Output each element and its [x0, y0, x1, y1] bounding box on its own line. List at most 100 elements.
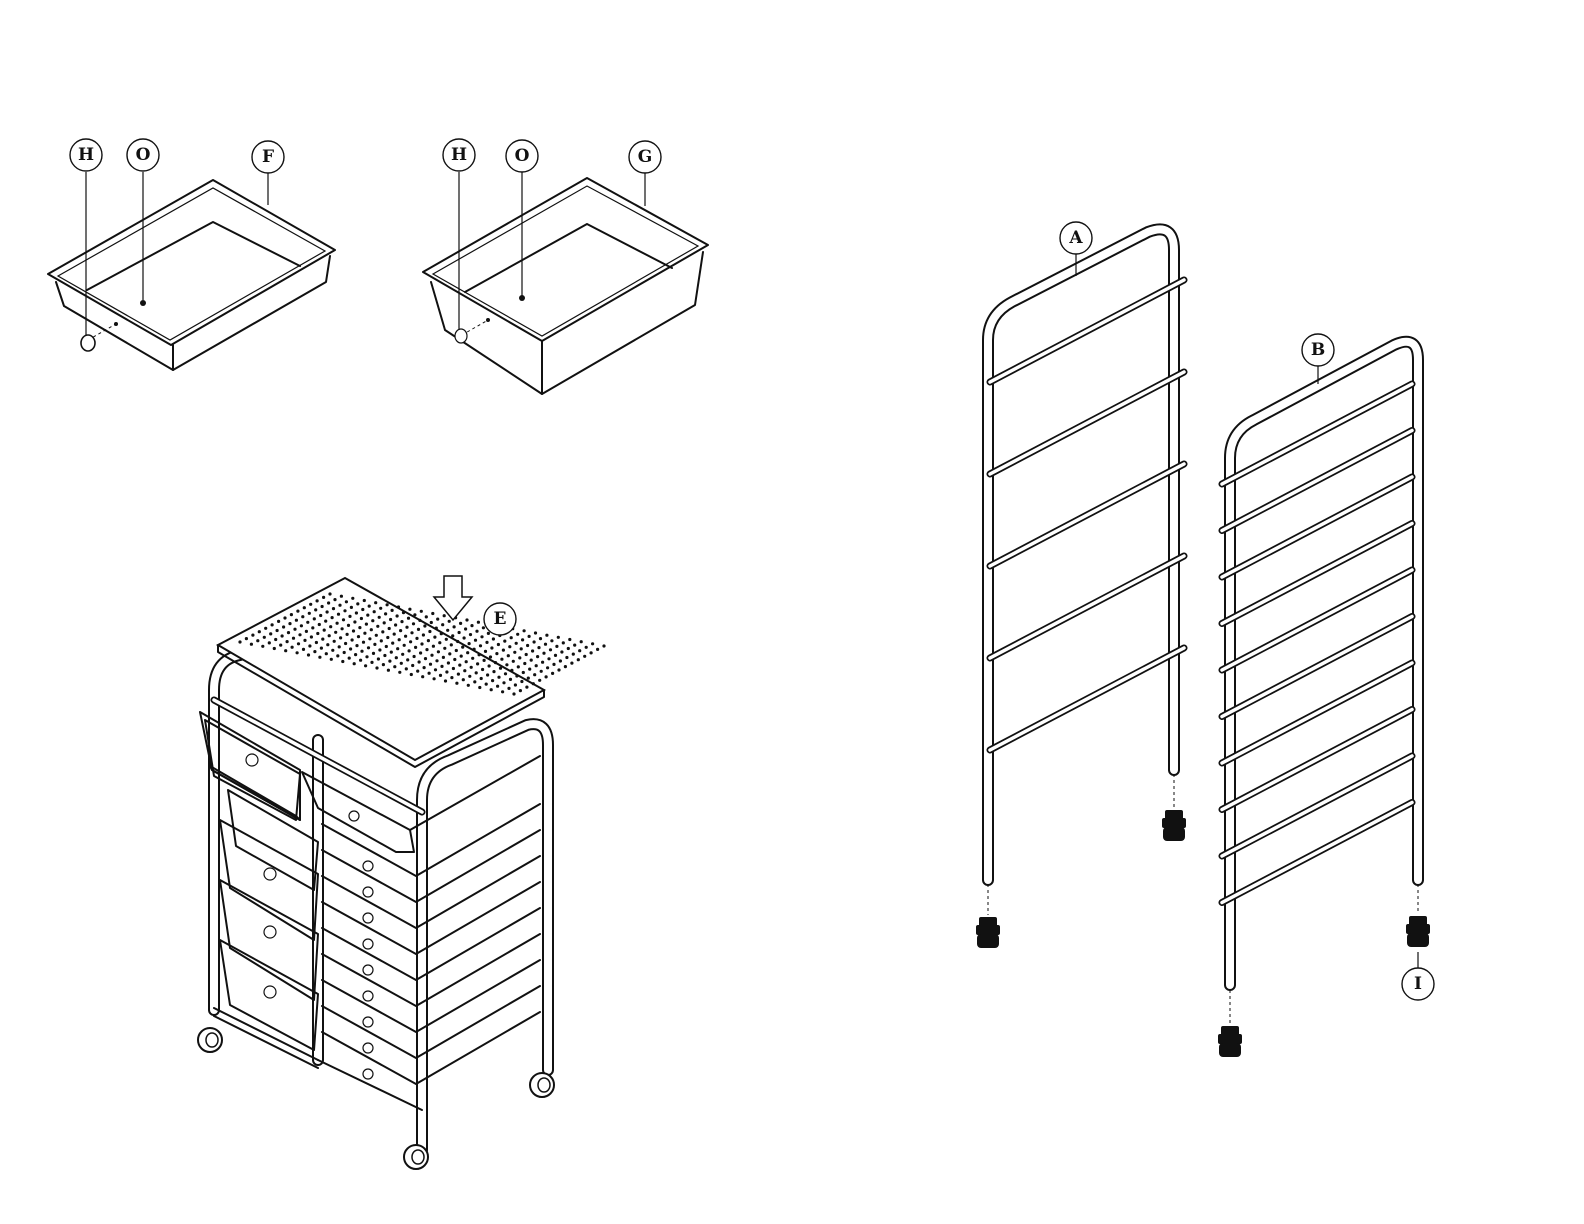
perforation-dot: [554, 654, 557, 657]
perforation-dot: [527, 677, 530, 680]
perforation-dot: [478, 686, 481, 689]
perforation-dot: [450, 643, 453, 646]
perforation-dot: [412, 622, 415, 625]
perforation-dot: [425, 648, 428, 651]
perforation-dot: [453, 658, 456, 661]
perforation-dot: [448, 652, 451, 655]
perforation-dot: [273, 647, 276, 650]
perforation-dot: [485, 641, 488, 644]
perforation-dot: [435, 627, 438, 630]
perforation-dot: [481, 668, 484, 671]
perforation-dot: [516, 633, 519, 636]
perforation-dot: [355, 644, 358, 647]
perforation-dot: [347, 624, 350, 627]
perforation-dot: [378, 616, 381, 619]
perforation-dot: [458, 664, 461, 667]
perforation-dot: [408, 649, 411, 652]
callout-b: B: [1302, 334, 1334, 366]
perforation-dot: [512, 692, 515, 695]
perforation-dot: [530, 659, 533, 662]
perforation-dot: [296, 610, 299, 613]
perforation-dot: [281, 634, 284, 637]
perforation-dot: [406, 658, 409, 661]
caster-right: [530, 1073, 554, 1097]
perforation-dot: [368, 605, 371, 608]
perforation-dot: [490, 646, 493, 649]
perforation-dot: [274, 638, 277, 641]
perforation-dot: [384, 612, 387, 615]
perforation-dot: [520, 680, 523, 683]
perforation-dot: [362, 641, 365, 644]
perforation-dot: [468, 675, 471, 678]
perforation-dot: [402, 611, 405, 614]
perforation-dot: [525, 686, 528, 689]
perforation-dot: [328, 634, 331, 637]
perforation-dot: [560, 650, 563, 653]
callout-h-right: H: [443, 139, 475, 171]
perforation-dot: [321, 605, 324, 608]
perforation-dot: [321, 638, 324, 641]
perforation-dot: [551, 672, 554, 675]
perforation-dot: [373, 643, 376, 646]
foot-a-right: [1162, 810, 1186, 841]
perforation-dot: [492, 670, 495, 673]
perforation-dot: [497, 676, 500, 679]
perforation-dot: [351, 638, 354, 641]
perforation-dot: [555, 645, 558, 648]
perforation-dot: [393, 633, 396, 636]
perforation-dot: [295, 619, 298, 622]
perforation-dot: [480, 677, 483, 680]
svg-text:G: G: [638, 147, 653, 167]
perforation-dot: [513, 651, 516, 654]
perforation-dot: [453, 625, 456, 628]
perforation-dot: [538, 679, 541, 682]
perforation-dot: [346, 633, 349, 636]
perforation-dot: [544, 643, 547, 646]
perforation-dot: [251, 634, 254, 637]
perforation-dot: [398, 638, 401, 641]
perforation-dot: [439, 674, 442, 677]
perforation-dot: [355, 611, 358, 614]
svg-text:B: B: [1311, 340, 1325, 360]
perforation-dot: [502, 681, 505, 684]
perforation-dot: [531, 649, 534, 652]
perforation-dot: [423, 666, 426, 669]
rung-b: [1222, 756, 1412, 856]
perforation-dot: [353, 620, 356, 623]
perforation-dot: [404, 635, 407, 638]
perforation-dot: [430, 654, 433, 657]
perforation-dot: [568, 638, 571, 641]
perforation-dot: [261, 645, 264, 648]
perforation-dot: [283, 616, 286, 619]
perforation-dot: [523, 629, 526, 632]
perforation-dot: [297, 642, 300, 645]
perforation-dot: [350, 606, 353, 609]
perforation-dot: [512, 660, 515, 663]
perforation-dot: [282, 625, 285, 628]
foot-a-left: [976, 917, 1000, 948]
right-drawer-stack: [322, 804, 540, 1084]
perforation-dot: [501, 690, 504, 693]
perforation-dot: [461, 646, 464, 649]
perforation-dot: [395, 656, 398, 659]
rung-b: [1222, 617, 1412, 717]
perforation-dot: [414, 646, 417, 649]
perforation-dot: [465, 618, 468, 621]
perforation-dot: [468, 642, 471, 645]
perforation-dot: [602, 644, 605, 647]
perforation-dot: [428, 672, 431, 675]
callout-a: A: [1060, 222, 1092, 254]
perforation-dot: [565, 656, 568, 659]
perforation-dot: [430, 621, 433, 624]
perforation-dot: [577, 658, 580, 661]
perforation-dot: [550, 639, 553, 642]
rung-a: [990, 464, 1184, 566]
perforation-dot: [370, 661, 373, 664]
perforation-dot: [486, 673, 489, 676]
perforation-dot: [349, 647, 352, 650]
perforation-dot: [340, 595, 343, 598]
perforation-dot: [286, 640, 289, 643]
perforation-dot: [357, 635, 360, 638]
perforation-dot: [438, 641, 441, 644]
callout-f: F: [252, 141, 284, 173]
